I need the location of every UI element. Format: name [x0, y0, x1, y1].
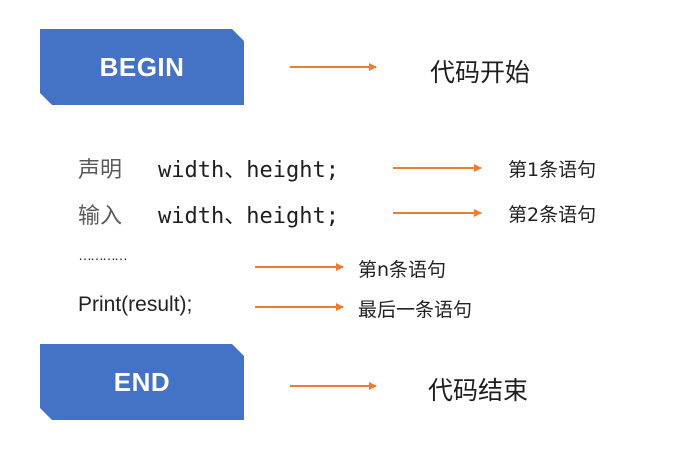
statement-1-code: width、height;: [158, 158, 339, 183]
statement-2-code: width、height;: [158, 204, 339, 229]
statement-last-note: 最后一条语句: [358, 299, 473, 321]
end-block: END: [40, 344, 244, 420]
statement-last: Print(result);: [78, 293, 193, 316]
begin-note: 代码开始: [430, 58, 531, 87]
statement-n-ellipsis: …………: [78, 247, 128, 263]
statement-1-note: 第1条语句: [508, 159, 597, 181]
statement-2-keyword: 输入: [78, 204, 123, 229]
statement-2: 输入 width、height;: [78, 198, 339, 230]
begin-block: BEGIN: [40, 29, 244, 105]
statement-1: 声明 width、height;: [78, 152, 339, 184]
statement-n-note: 第n条语句: [358, 259, 447, 281]
statement-2-note: 第2条语句: [508, 204, 597, 226]
end-note: 代码结束: [428, 376, 529, 405]
statement-1-keyword: 声明: [78, 158, 123, 183]
